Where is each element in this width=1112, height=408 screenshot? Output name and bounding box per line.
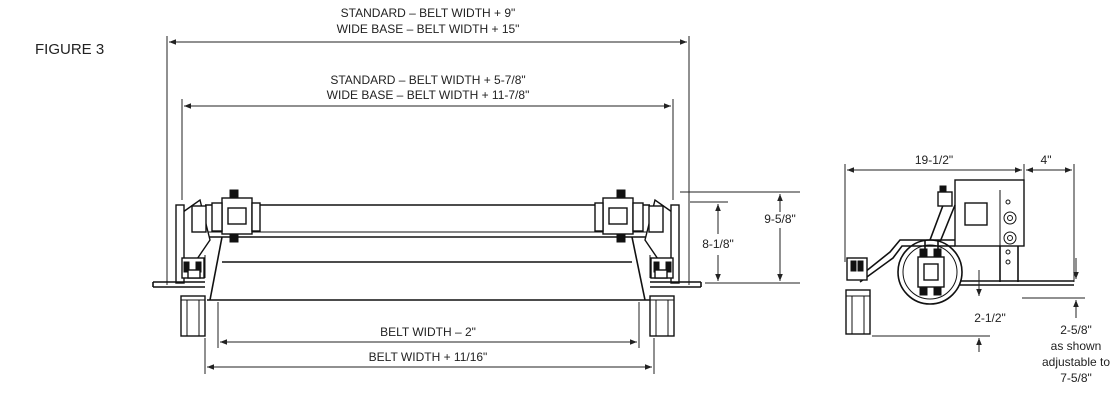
adjust-value-label: 2-5/8" (1060, 323, 1092, 337)
side-drop-label: 2-1/2" (974, 311, 1006, 325)
side-length-dimension: 19-1/2" 4" (844, 153, 1075, 282)
belt-width-minus-label: BELT WIDTH – 2" (380, 325, 476, 339)
inner-width-dimension: STANDARD – BELT WIDTH + 5-7/8" WIDE BASE… (181, 73, 674, 200)
adjust-note-max-value: 7-5/8" (1060, 371, 1092, 385)
side-adjust-dimension: 2-5/8" as shown adjustable to 7-5/8" (1022, 258, 1110, 385)
side-drop-dimension: 2-1/2" (872, 270, 1006, 352)
belt-roll-assembly (152, 189, 702, 337)
belt-width-plus-label: BELT WIDTH + 11/16" (369, 350, 488, 364)
right-bracket (594, 189, 702, 337)
height-dimensions: 8-1/8" 9-5/8" (680, 191, 800, 284)
overall-width-standard-label: STANDARD – BELT WIDTH + 9" (341, 6, 516, 20)
overall-width-wide-base-label: WIDE BASE – BELT WIDTH + 15" (337, 22, 520, 36)
side-length-label: 19-1/2" (915, 153, 953, 167)
side-view: 19-1/2" 4" (844, 153, 1110, 385)
overall-width-dimension: STANDARD – BELT WIDTH + 9" WIDE BASE – B… (166, 6, 690, 285)
inner-width-standard-label: STANDARD – BELT WIDTH + 5-7/8" (330, 73, 525, 87)
side-bracket-body (845, 179, 1074, 335)
adjust-note-adjustable-to: adjustable to (1042, 355, 1110, 369)
inner-width-wide-base-label: WIDE BASE – BELT WIDTH + 11-7/8" (327, 88, 530, 102)
side-offset-label: 4" (1041, 153, 1052, 167)
adjust-note-as-shown: as shown (1051, 339, 1102, 353)
height-outer-label: 9-5/8" (764, 212, 796, 226)
left-bracket (152, 189, 261, 337)
height-inner-label: 8-1/8" (702, 237, 734, 251)
belt-width-dimensions: BELT WIDTH – 2" BELT WIDTH + 11/16" (204, 302, 655, 374)
front-view: STANDARD – BELT WIDTH + 9" WIDE BASE – B… (152, 6, 800, 374)
figure-label: FIGURE 3 (35, 41, 104, 58)
